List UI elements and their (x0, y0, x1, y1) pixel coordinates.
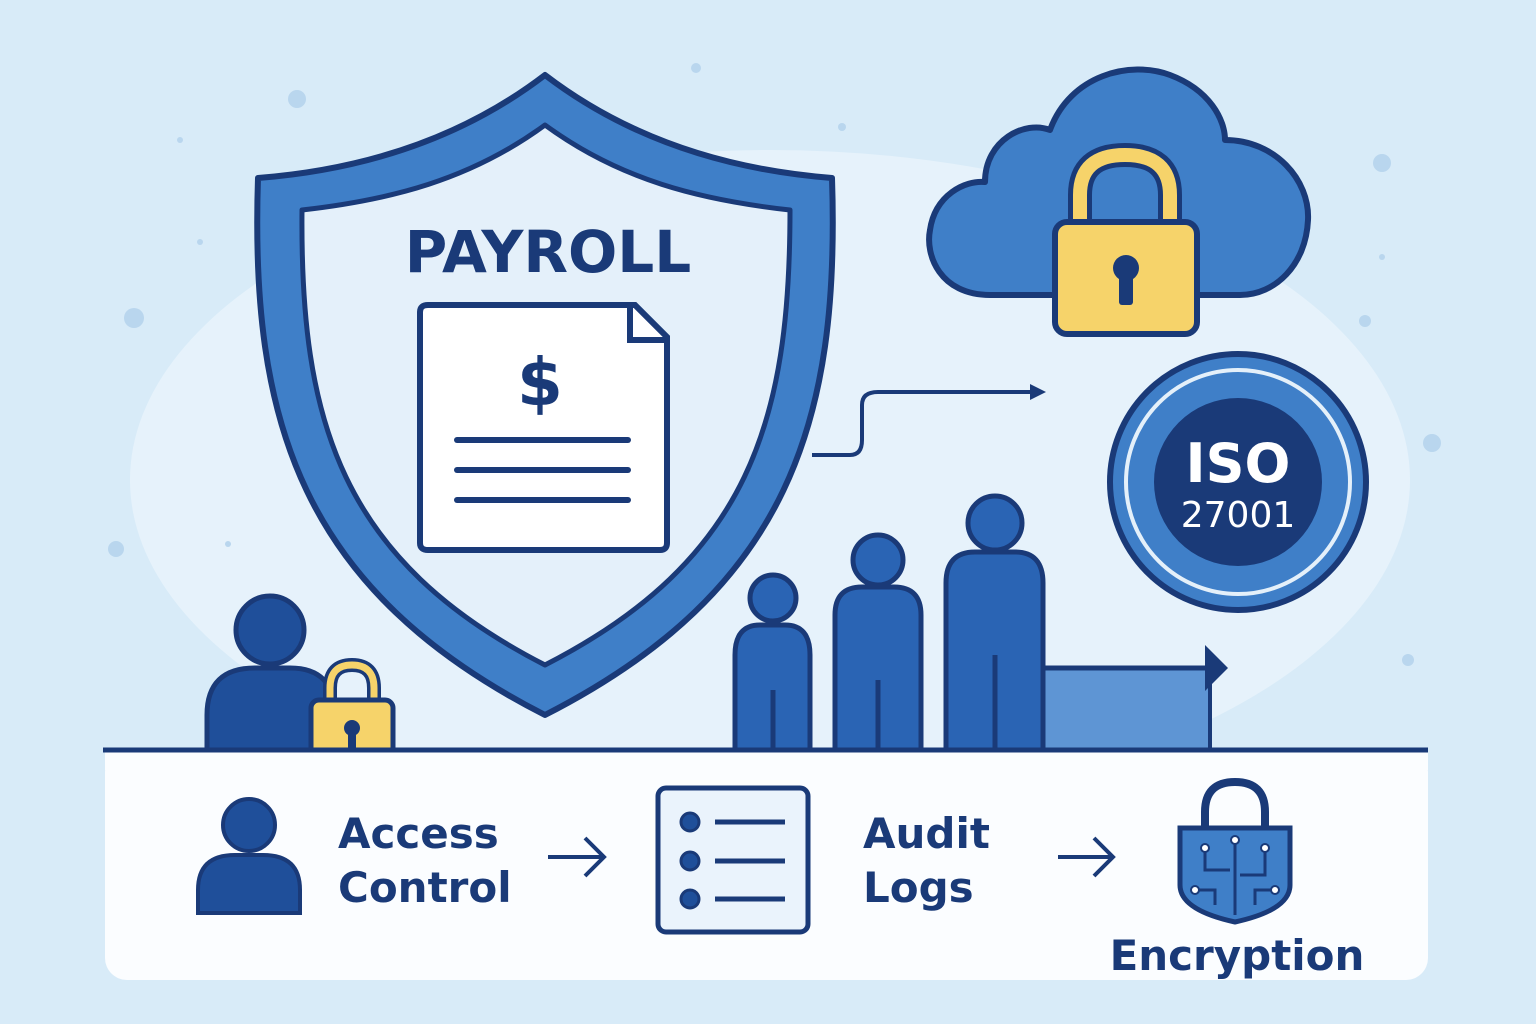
step-access-control: Access Control (196, 797, 512, 915)
progress-bar-arrow (1023, 666, 1212, 752)
arrow-right-icon (548, 836, 607, 878)
person-icon (943, 493, 1046, 753)
arrow-right-icon (1058, 836, 1116, 878)
step-label: Logs (863, 863, 974, 912)
user-icon (196, 797, 302, 915)
person-icon (832, 532, 924, 753)
cloud-icon (926, 66, 1312, 298)
iso-27001-badge: ISO 27001 (1107, 351, 1369, 613)
connector-arrow (812, 390, 1035, 457)
step-label: Audit (863, 809, 990, 858)
step-label: Access (338, 809, 499, 858)
cloud-padlock-icon (1052, 142, 1200, 337)
iso-label: ISO (1186, 432, 1291, 495)
person-icon (732, 572, 813, 753)
arrow-head-icon (1205, 645, 1228, 691)
shield: PAYROLL $ (254, 72, 836, 718)
background-dots (108, 63, 1441, 666)
arrow-head-icon (1030, 384, 1046, 400)
list-icon (655, 785, 811, 935)
payroll-document-icon: $ (417, 302, 670, 553)
step-audit-logs: Audit Logs (655, 785, 990, 935)
people-group (732, 493, 1046, 753)
step-label: Control (338, 863, 512, 912)
step-label: Encryption (1110, 931, 1365, 980)
circuit-lock-icon (1177, 777, 1293, 925)
iso-number: 27001 (1181, 495, 1296, 536)
shield-title: PAYROLL (405, 218, 691, 286)
step-encryption: Encryption (1110, 777, 1365, 980)
dollar-symbol: $ (517, 344, 563, 421)
